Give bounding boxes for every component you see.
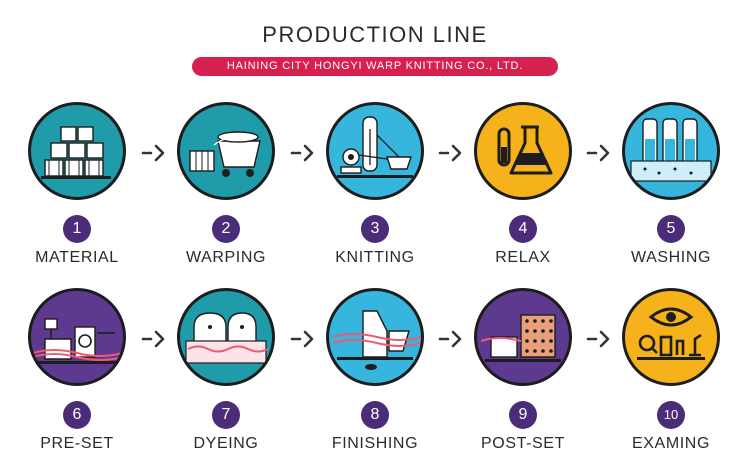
step-dyeing: 7 DYEING <box>166 288 286 453</box>
step-finishing: 8 FINISHING <box>315 288 435 453</box>
step-pre-set: 6 PRE-SET <box>17 288 137 453</box>
step-number: 4 <box>509 215 537 243</box>
step-number: 6 <box>63 401 91 429</box>
next-arrow-icon <box>290 329 318 349</box>
step-number: 3 <box>361 215 389 243</box>
next-arrow-icon <box>290 143 318 163</box>
step-label: RELAX <box>495 249 551 266</box>
dyeing-vats-icon <box>177 288 275 386</box>
page-title: PRODUCTION LINE <box>262 22 488 47</box>
step-number: 2 <box>212 215 240 243</box>
step-knitting: 3 KNITTING <box>315 102 435 267</box>
step-label: DYEING <box>193 435 259 452</box>
finishing-machine-icon <box>326 288 424 386</box>
step-label: FINISHING <box>331 435 419 452</box>
knitting-machine-icon <box>326 102 424 200</box>
step-label: KNITTING <box>335 249 415 266</box>
step-post-set: 9 POST-SET <box>463 288 583 453</box>
washing-tanks-icon <box>622 102 720 200</box>
next-arrow-icon <box>586 329 614 349</box>
next-arrow-icon <box>438 329 466 349</box>
next-arrow-icon <box>141 143 169 163</box>
cotton-bales-icon <box>28 102 126 200</box>
inspection-eye-icon <box>622 288 720 386</box>
step-label: EXAMING <box>632 435 710 452</box>
step-relax: 4 RELAX <box>463 102 583 267</box>
step-material: 1 MATERIAL <box>17 102 137 267</box>
next-arrow-icon <box>141 329 169 349</box>
step-number: 8 <box>361 401 389 429</box>
step-number: 5 <box>657 215 685 243</box>
lab-flask-icon <box>474 102 572 200</box>
step-label: POST-SET <box>481 435 565 452</box>
step-examing: 10 EXAMING <box>611 288 731 453</box>
next-arrow-icon <box>438 143 466 163</box>
step-number: 10 <box>657 401 685 429</box>
company-banner: HAINING CITY HONGYI WARP KNITTING CO., L… <box>192 57 558 76</box>
step-label: WASHING <box>630 249 712 266</box>
step-washing: 5 WASHING <box>611 102 731 267</box>
postset-machine-icon <box>474 288 572 386</box>
step-label: WARPING <box>185 249 267 266</box>
preset-machine-icon <box>28 288 126 386</box>
step-number: 7 <box>212 401 240 429</box>
next-arrow-icon <box>586 143 614 163</box>
step-label: MATERIAL <box>35 249 119 266</box>
step-number: 1 <box>63 215 91 243</box>
step-number: 9 <box>509 401 537 429</box>
warping-cart-icon <box>177 102 275 200</box>
step-label: PRE-SET <box>40 435 114 452</box>
step-warping: 2 WARPING <box>166 102 286 267</box>
